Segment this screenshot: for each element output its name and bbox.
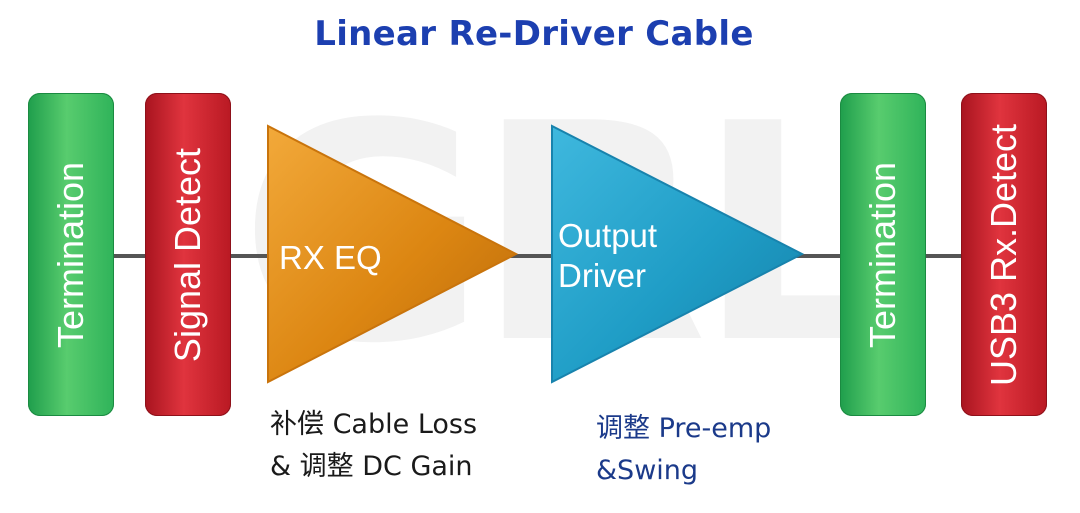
driver-note: 调整 Pre-emp &Swing bbox=[596, 408, 771, 492]
driver-note-line1: 调整 Pre-emp bbox=[596, 413, 772, 444]
output-driver-label-line1: Output bbox=[558, 217, 658, 254]
termination-label-output: Termination bbox=[862, 161, 903, 348]
diagram-title: Linear Re-Driver Cable bbox=[314, 14, 754, 54]
driver-note-line2: &Swing bbox=[596, 455, 699, 486]
rx-eq-note: 补偿 Cable Loss & 调整 DC Gain bbox=[270, 404, 477, 488]
rx-eq-amplifier bbox=[267, 124, 519, 384]
output-driver-label: Output Driver bbox=[558, 216, 657, 296]
rx-eq-note-line2: & 调整 DC Gain bbox=[270, 451, 473, 482]
signal-wire bbox=[110, 254, 990, 258]
output-driver-label-line2: Driver bbox=[558, 257, 646, 294]
termination-block-output: Termination bbox=[840, 93, 926, 416]
termination-block-input: Termination bbox=[28, 93, 114, 416]
output-driver-amplifier bbox=[551, 124, 805, 384]
usb3-rx-detect-label: USB3 Rx.Detect bbox=[983, 123, 1024, 386]
rx-eq-note-line1: 补偿 Cable Loss bbox=[270, 409, 478, 440]
usb3-rx-detect-block: USB3 Rx.Detect bbox=[961, 93, 1047, 416]
signal-detect-block: Signal Detect bbox=[145, 93, 231, 416]
rx-eq-label: RX EQ bbox=[279, 239, 382, 276]
termination-label-input: Termination bbox=[50, 161, 91, 348]
signal-detect-label: Signal Detect bbox=[167, 147, 208, 362]
